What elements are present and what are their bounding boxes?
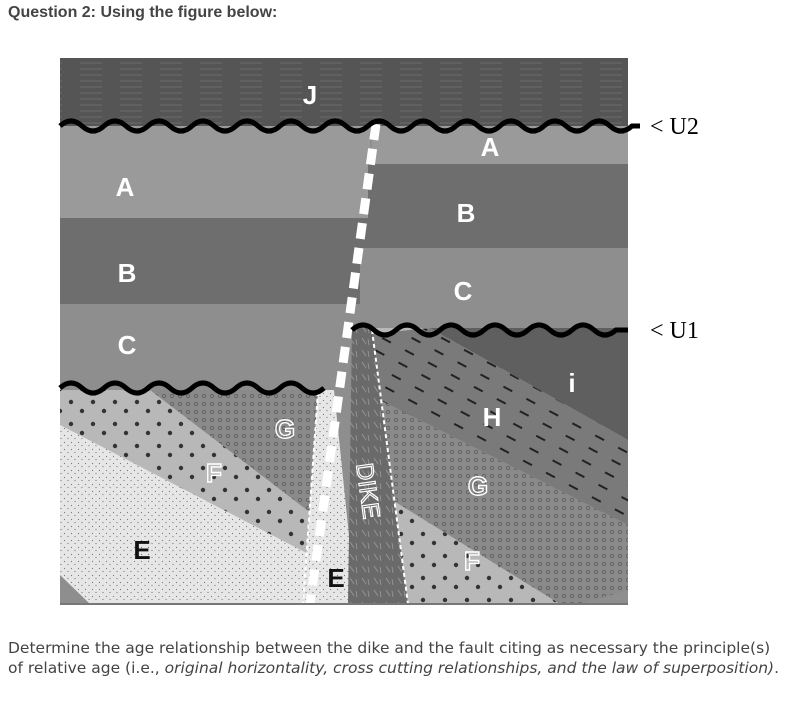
label-u1: < U1 (650, 318, 699, 344)
label-a-right: A (481, 132, 500, 162)
label-j: J (303, 80, 317, 110)
label-f-left: F (206, 458, 222, 488)
label-c-left: C (118, 330, 137, 360)
unconformity-u2 (58, 118, 640, 134)
label-a-left: A (116, 172, 135, 202)
layer-b-left (60, 218, 370, 304)
label-g-left: G (275, 414, 295, 444)
question-trail: . (774, 659, 780, 677)
question-lead: Determine the age relationship between t… (8, 639, 771, 677)
label-c-right: C (454, 276, 473, 306)
layer-a-left (60, 126, 370, 218)
label-e-left: E (133, 535, 150, 565)
label-b-right: B (457, 198, 476, 228)
layer-g-right (368, 390, 628, 604)
layer-g-left (150, 390, 318, 520)
dike (348, 328, 408, 604)
question-heading: Question 2: Using the figure below: (8, 4, 278, 21)
question-text: Determine the age relationship between t… (8, 638, 788, 678)
label-h: H (483, 402, 502, 432)
layer-c-right (360, 248, 628, 330)
fault-line (305, 123, 381, 605)
layer-e-left (60, 425, 318, 604)
unconformity-u1 (350, 322, 628, 338)
label-g-right: G (468, 471, 488, 501)
unconformity-left-lower (58, 380, 326, 396)
label-i: i (568, 368, 575, 398)
label-b-left: B (118, 258, 137, 288)
layer-b-right (368, 164, 628, 248)
label-e-middle: E (327, 563, 344, 593)
layer-h (368, 328, 628, 525)
label-f-right: F (464, 546, 480, 576)
question-principles: original horizontality, cross cutting re… (164, 659, 775, 677)
layer-c-left (60, 304, 350, 390)
layer-j (60, 58, 628, 126)
label-u2: < U2 (650, 114, 699, 140)
layer-a-right (372, 126, 628, 166)
